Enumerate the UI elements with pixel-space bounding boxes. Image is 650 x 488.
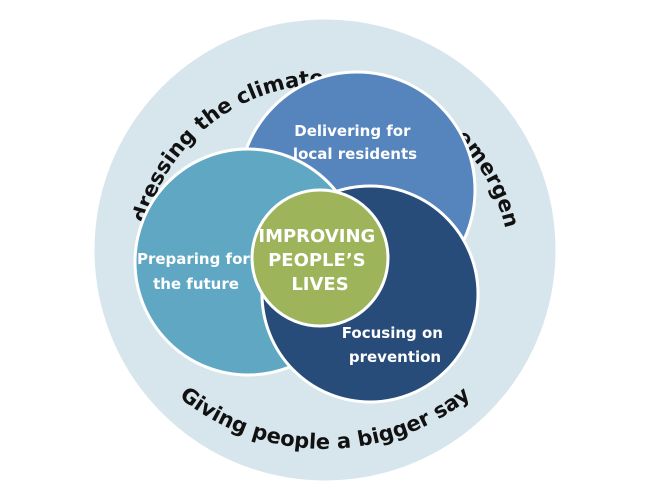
center-label: IMPROVING PEOPLE’S LIVES — [258, 226, 381, 295]
center-circle — [250, 188, 390, 328]
preparing-label: Preparing for the future — [137, 250, 255, 293]
delivering-label: Delivering for local residents — [293, 122, 417, 163]
focusing-label: Focusing on prevention — [342, 324, 448, 366]
